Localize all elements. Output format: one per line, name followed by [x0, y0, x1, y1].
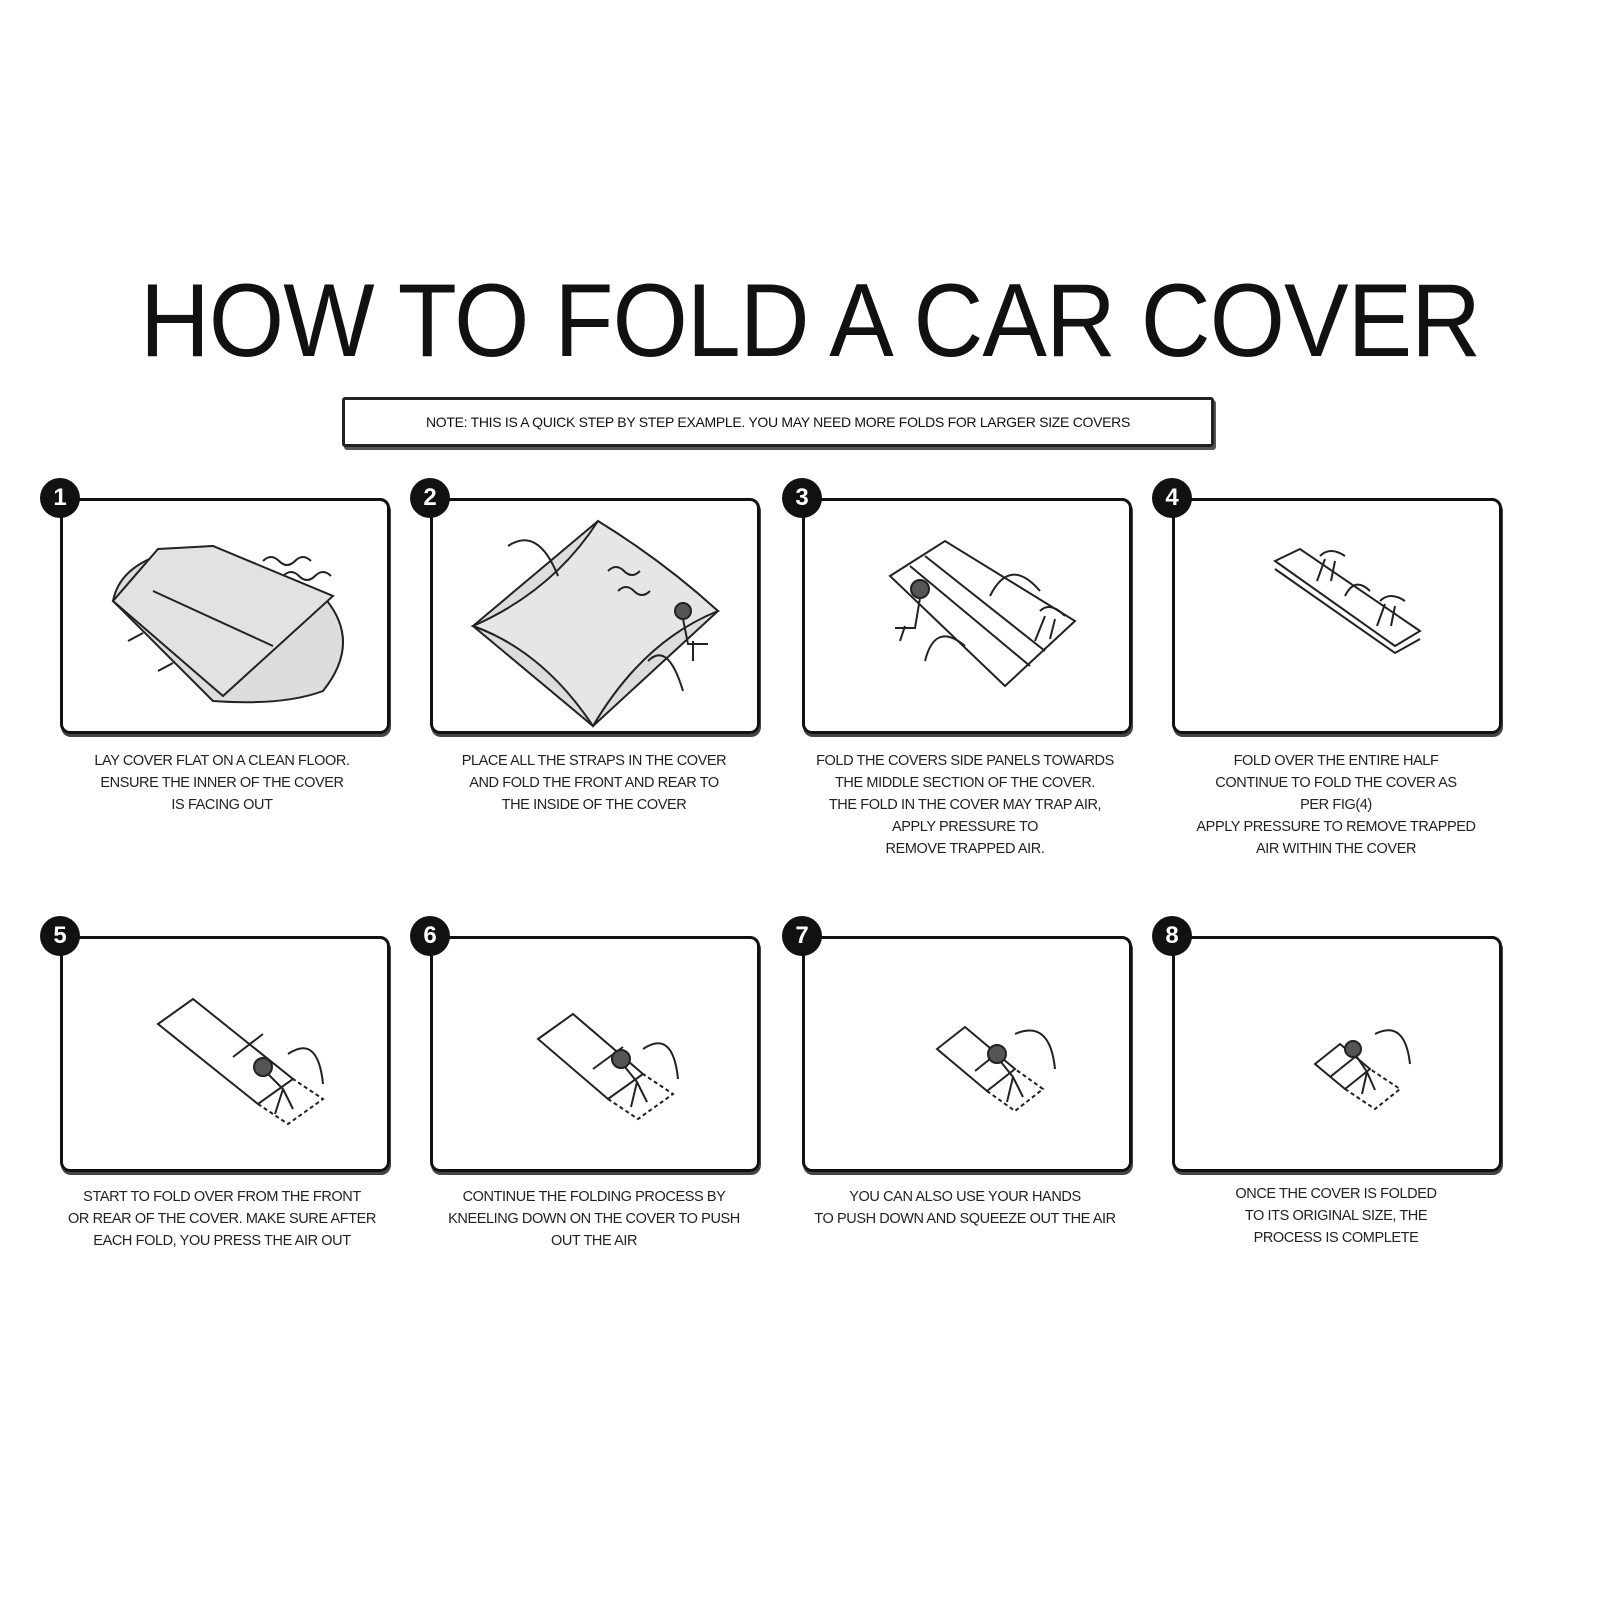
step-7-caption: YOU CAN ALSO USE YOUR HANDS TO PUSH DOWN… — [814, 1189, 1116, 1227]
step-8-illustration — [1172, 936, 1502, 1172]
step-4-badge: 4 — [1152, 478, 1192, 518]
step-2-caption: PLACE ALL THE STRAPS IN THE COVER AND FO… — [461, 753, 727, 813]
page-title: HOW TO FOLD A CAR COVER — [140, 263, 1481, 379]
step-6-badge: 6 — [410, 916, 450, 956]
step-2-illustration — [430, 498, 760, 734]
step-6-caption: CONTINUE THE FOLDING PROCESS BY KNEELING… — [448, 1189, 740, 1249]
step-5-illustration — [60, 936, 390, 1172]
step-5-badge: 5 — [40, 916, 80, 956]
step-1-illustration — [60, 498, 390, 734]
step-6-illustration — [430, 936, 760, 1172]
step-1-caption: LAY COVER FLAT ON A CLEAN FLOOR. ENSURE … — [94, 753, 350, 813]
note-box: NOTE: THIS IS A QUICK STEP BY STEP EXAMP… — [342, 397, 1214, 447]
step-4-caption: FOLD OVER THE ENTIRE HALF CONTINUE TO FO… — [1196, 753, 1476, 857]
step-1-badge: 1 — [40, 478, 80, 518]
step-4-illustration — [1172, 498, 1502, 734]
note-text: NOTE: THIS IS A QUICK STEP BY STEP EXAMP… — [425, 414, 1131, 430]
step-7-illustration — [802, 936, 1132, 1172]
step-7-badge: 7 — [782, 916, 822, 956]
step-2-badge: 2 — [410, 478, 450, 518]
step-5-caption: START TO FOLD OVER FROM THE FRONT OR REA… — [67, 1189, 376, 1249]
step-8-caption: ONCE THE COVER IS FOLDED TO ITS ORIGINAL… — [1235, 1186, 1437, 1246]
step-3-badge: 3 — [782, 478, 822, 518]
step-8-badge: 8 — [1152, 916, 1192, 956]
step-3-illustration — [802, 498, 1132, 734]
step-3-caption: FOLD THE COVERS SIDE PANELS TOWARDS THE … — [816, 753, 1114, 857]
